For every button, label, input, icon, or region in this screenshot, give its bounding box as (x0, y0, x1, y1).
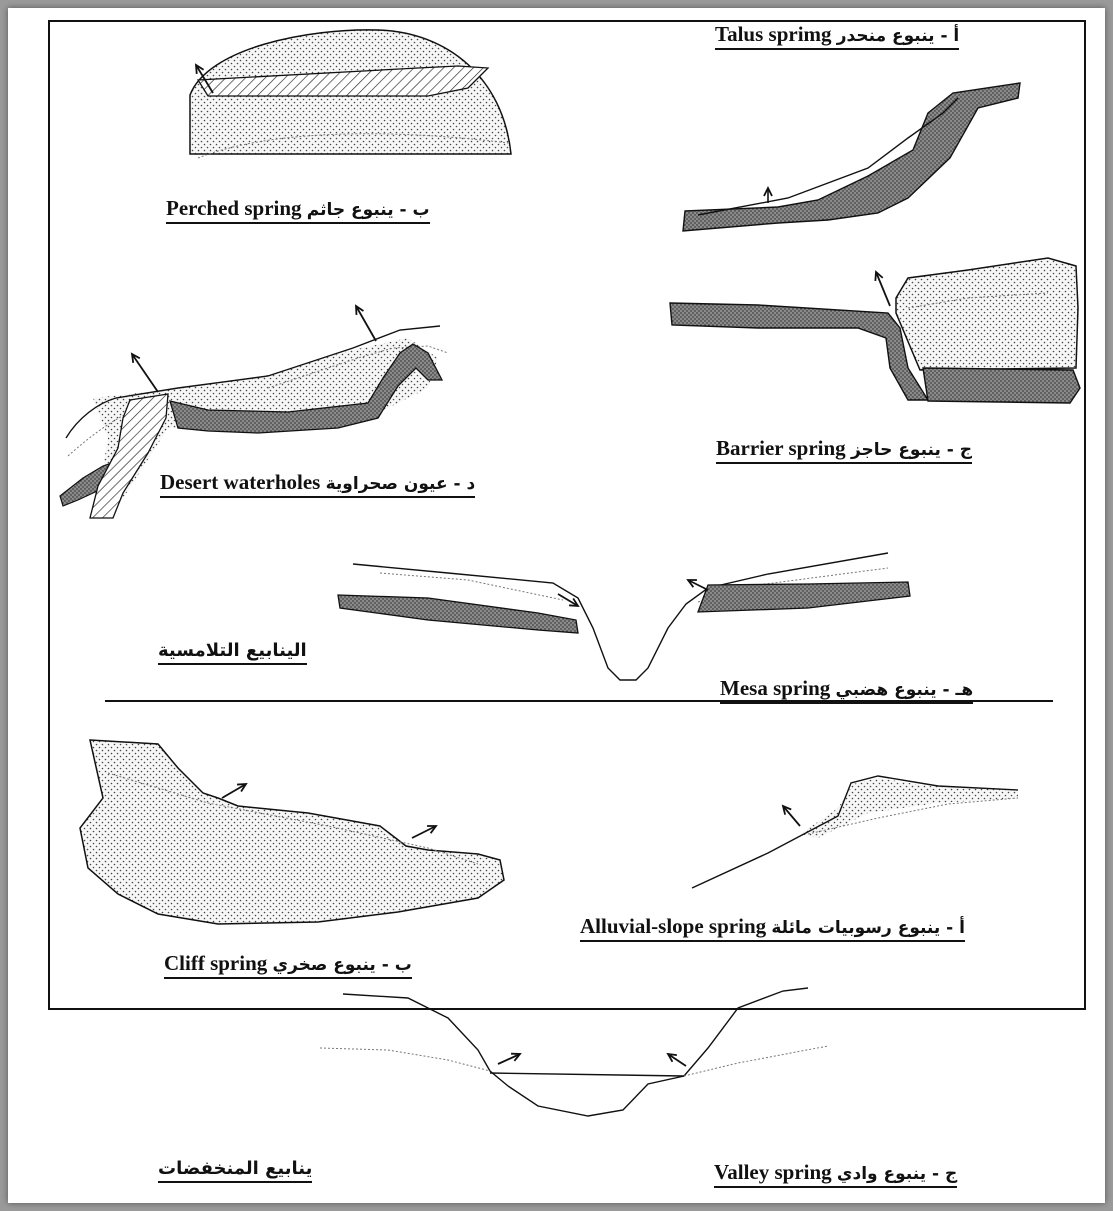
barrier-spring-diagram (670, 258, 1080, 403)
caption-ar: ب - ينبوع صخري (273, 955, 412, 975)
caption-valley-spring: Valley spring ج - ينبوع وادي (714, 1160, 957, 1188)
caption-en: Valley spring (714, 1160, 832, 1185)
caption-perched-spring: Perched spring ب - ينبوع جاثم (166, 196, 430, 224)
caption-en: Barrier spring (716, 436, 846, 461)
caption-cliff-spring: Cliff spring ب - ينبوع صخري (164, 951, 412, 979)
caption-desert-waterholes: Desert waterholes د - عيون صحراوية (160, 470, 475, 498)
perched-spring-diagram (190, 30, 511, 158)
caption-ar: هـ - ينبوع هضبي (836, 680, 974, 700)
talus-spring-diagram (683, 83, 1020, 231)
caption-barrier-spring: Barrier spring ج - ينبوع حاجز (716, 436, 972, 464)
caption-en: Alluvial-slope spring (580, 914, 766, 939)
mesa-spring-diagram (338, 553, 910, 680)
caption-en: Perched spring (166, 196, 302, 221)
caption-ar: ج - ينبوع وادي (837, 1164, 957, 1184)
alluvial-slope-spring-diagram (692, 776, 1018, 888)
heading-depression-springs: ينابيع المنخفضات (158, 1158, 312, 1183)
caption-en: Cliff spring (164, 951, 267, 976)
caption-ar: ج - ينبوع حاجز (851, 440, 972, 460)
caption-ar: أ - ينبوع منحدر (837, 26, 960, 46)
heading-contact-springs: الينابيع التلامسية (158, 640, 307, 665)
caption-ar: ب - ينبوع جاثم (307, 200, 430, 220)
caption-alluvial-slope-spring: Alluvial-slope spring أ - ينبوع رسوبيات … (580, 914, 965, 942)
caption-ar: أ - ينبوع رسوبيات مائلة (771, 918, 965, 938)
caption-ar: د - عيون صحراوية (326, 474, 476, 494)
caption-en: Desert waterholes (160, 470, 320, 495)
caption-mesa-spring: Mesa spring هـ - ينبوع هضبي (720, 676, 973, 704)
caption-en: Talus sprimg (715, 22, 832, 47)
document-page: Talus sprimg أ - ينبوع منحدر Perched spr… (8, 8, 1105, 1203)
caption-talus-spring: Talus sprimg أ - ينبوع منحدر (715, 22, 959, 50)
cliff-spring-diagram (80, 740, 504, 924)
valley-spring-diagram (320, 988, 828, 1116)
caption-en: Mesa spring (720, 676, 830, 701)
springs-diagram (8, 8, 1105, 1203)
